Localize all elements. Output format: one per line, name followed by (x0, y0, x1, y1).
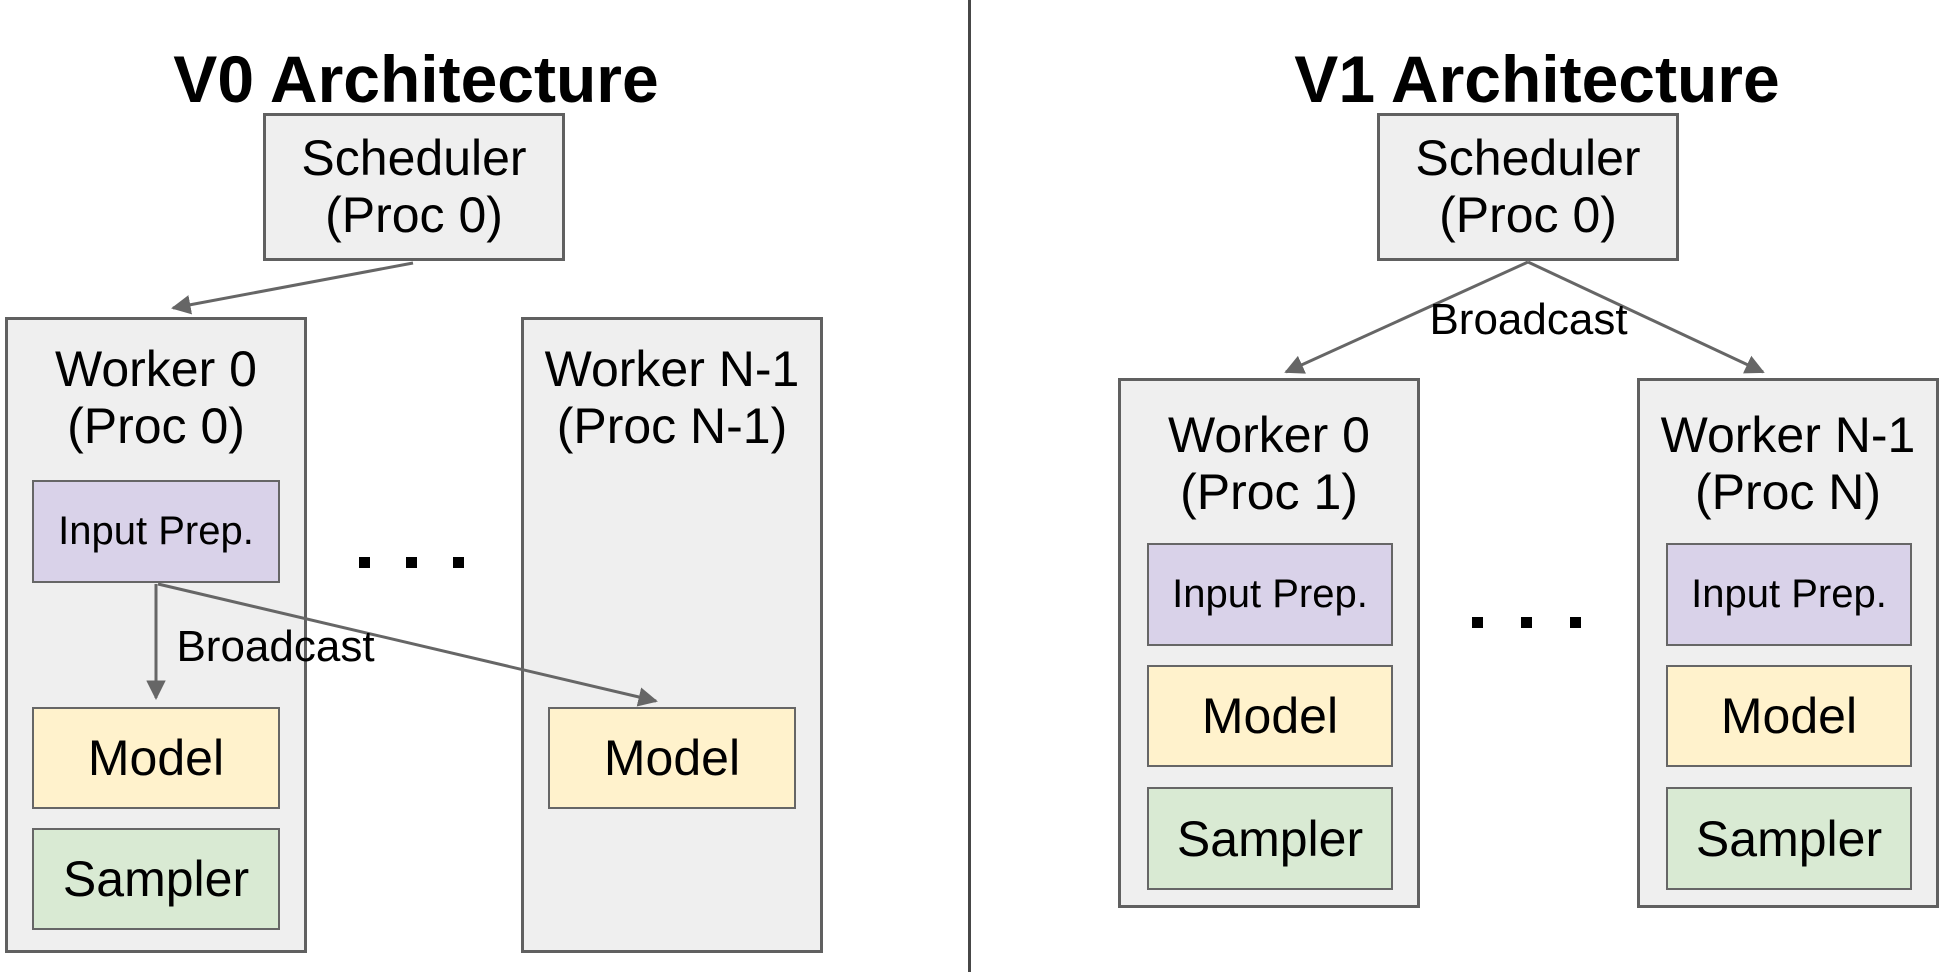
ellipsis-dot (453, 557, 464, 568)
v1-worker0-model-label: Model (1201, 688, 1339, 744)
ellipsis-dot (406, 557, 417, 568)
v0-worker0-model-box: Model (32, 707, 280, 809)
v1-title: V1 Architecture (1294, 42, 1780, 117)
v1-worker0-sampler-label: Sampler (1176, 810, 1364, 867)
ellipsis-dot (1472, 617, 1483, 628)
v0-workerN-name: Worker N-1 (544, 341, 800, 397)
v0-worker0-input-prep-box: Input Prep. (32, 480, 280, 583)
v0-worker0-sampler-label: Sampler (62, 851, 250, 907)
v1-workerN-sampler-box: Sampler (1666, 787, 1912, 890)
v1-worker0-name: Worker 0 (1168, 407, 1370, 463)
ellipsis-dot (1570, 617, 1581, 628)
v0-workerN-proc: (Proc N-1) (556, 398, 788, 454)
v1-worker0-box: Worker 0 (Proc 1) Input Prep. Model Samp… (1118, 378, 1420, 908)
v1-worker0-title: Worker 0 (Proc 1) (1121, 407, 1417, 521)
v0-more-workers-ellipsis-icon (359, 557, 464, 568)
v0-worker0-title: Worker 0 (Proc 0) (8, 341, 304, 455)
v0-scheduler-name: Scheduler (301, 130, 527, 186)
v0-worker0-name: Worker 0 (55, 341, 257, 397)
v1-workerN-model-box: Model (1666, 665, 1912, 767)
v0-workerN-model-label: Model (603, 730, 741, 786)
v0-broadcast-label: Broadcast (176, 622, 375, 671)
v1-workerN-model-label: Model (1720, 688, 1858, 744)
v1-workerN-proc: (Proc N) (1694, 464, 1882, 520)
v1-scheduler-proc: (Proc 0) (1439, 187, 1617, 243)
v1-workerN-sampler-label: Sampler (1695, 810, 1883, 867)
v0-worker0-proc: (Proc 0) (67, 398, 245, 454)
v1-workerN-box: Worker N-1 (Proc N) Input Prep. Model Sa… (1637, 378, 1939, 908)
v1-workerN-input-prep-label: Input Prep. (1691, 572, 1887, 616)
ellipsis-dot (1521, 617, 1532, 628)
v1-worker0-model-box: Model (1147, 665, 1393, 767)
v1-more-workers-ellipsis-icon (1472, 617, 1581, 628)
v0-title: V0 Architecture (173, 42, 659, 117)
v1-broadcast-label: Broadcast (1429, 295, 1628, 344)
v1-worker0-input-prep-box: Input Prep. (1147, 543, 1393, 646)
v1-workerN-title: Worker N-1 (Proc N) (1640, 407, 1936, 521)
v0-workerN-model-box: Model (548, 707, 796, 809)
v0-worker0-model-label: Model (87, 730, 225, 786)
v1-worker0-proc: (Proc 1) (1180, 464, 1358, 520)
v0-scheduler-proc: (Proc 0) (325, 187, 503, 243)
v1-workerN-name: Worker N-1 (1660, 407, 1916, 463)
v1-workerN-input-prep-box: Input Prep. (1666, 543, 1912, 646)
panel-divider (968, 0, 971, 972)
v0-worker0-input-prep-label: Input Prep. (58, 509, 254, 553)
v1-worker0-sampler-box: Sampler (1147, 787, 1393, 890)
ellipsis-dot (359, 557, 370, 568)
v0-worker0-sampler-box: Sampler (32, 828, 280, 930)
v0-scheduler-box: Scheduler (Proc 0) (263, 113, 565, 261)
v1-worker0-input-prep-label: Input Prep. (1172, 572, 1368, 616)
v0-workerN-title: Worker N-1 (Proc N-1) (524, 341, 820, 455)
v1-scheduler-name: Scheduler (1415, 130, 1641, 186)
v1-scheduler-box: Scheduler (Proc 0) (1377, 113, 1679, 261)
